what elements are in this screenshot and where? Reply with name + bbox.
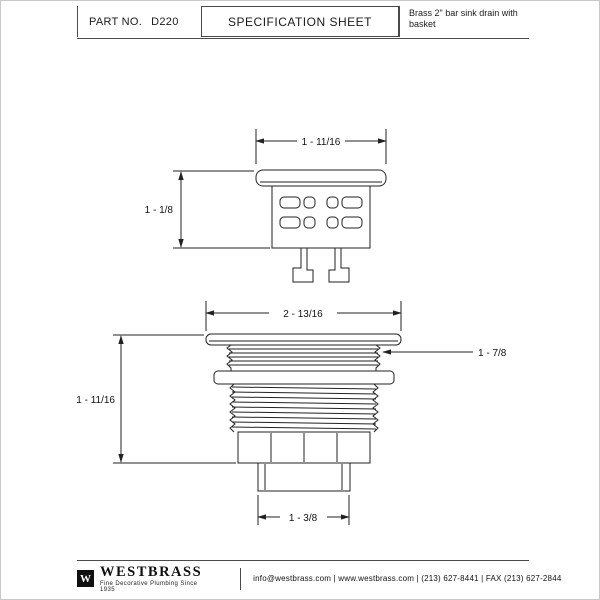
contact-info: info@westbrass.com | www.westbrass.com |… — [253, 574, 562, 584]
part-number-label: PART NO. — [89, 15, 143, 28]
thread-line — [231, 391, 377, 395]
drain-flange — [205, 333, 402, 346]
dim-flange-width: 2 - 13/16 — [283, 309, 323, 320]
basket-slot — [279, 216, 301, 229]
brand-block: WESTBRASS Fine Decorative Plumbing Since… — [100, 563, 203, 593]
basket-slot — [326, 196, 339, 209]
sheet-title: SPECIFICATION SHEET — [201, 6, 399, 37]
basket-slot — [303, 196, 316, 209]
brand-tagline: Fine Decorative Plumbing Since 1935 — [100, 581, 198, 593]
thread-line — [231, 396, 377, 400]
thread-line — [231, 386, 377, 390]
thread-line — [231, 411, 377, 415]
basket-slot — [326, 216, 339, 229]
dim-tailpiece-width: 1 - 3/8 — [289, 513, 318, 524]
basket-leg — [292, 248, 314, 283]
basket-figure — [173, 129, 387, 283]
thread-line — [231, 406, 377, 410]
header: PART NO. D220 SPECIFICATION SHEET Brass … — [77, 6, 529, 37]
drain-tailpiece — [257, 462, 351, 492]
gasket-edge — [374, 344, 381, 371]
drain-washer — [213, 370, 395, 385]
basket-flange — [255, 169, 387, 187]
basket-slot — [341, 216, 363, 229]
thread-line — [231, 421, 377, 425]
part-number-cell: PART NO. D220 — [77, 6, 201, 37]
product-description: Brass 2" bar sink drain with basket — [399, 6, 529, 37]
thread-line — [231, 401, 377, 405]
westbrass-logo-icon: W — [77, 570, 94, 588]
logo-letter: W — [80, 572, 91, 585]
basket-slot — [279, 196, 301, 209]
brand-name: WESTBRASS — [100, 563, 203, 580]
dim-basket-width: 1 - 11/16 — [302, 137, 341, 148]
basket-slot — [341, 196, 363, 209]
dim-gasket-diameter: 1 - 7/8 — [478, 348, 507, 359]
basket-body — [271, 185, 371, 249]
header-rule — [77, 38, 529, 39]
thread-edge — [229, 383, 236, 433]
thread-line — [231, 426, 377, 430]
basket-leg — [328, 248, 350, 283]
basket-slot — [303, 216, 316, 229]
gasket-edge — [226, 344, 233, 371]
part-number-value: D220 — [151, 15, 179, 28]
dim-basket-height: 1 - 1/8 — [145, 205, 174, 216]
dim-drain-height: 1 - 11/16 — [76, 395, 115, 406]
thread-line — [231, 416, 377, 420]
drain-figure — [113, 301, 473, 525]
footer-divider — [240, 567, 242, 590]
thread-edge — [372, 383, 379, 433]
footer: W WESTBRASS Fine Decorative Plumbing Sin… — [77, 559, 561, 593]
